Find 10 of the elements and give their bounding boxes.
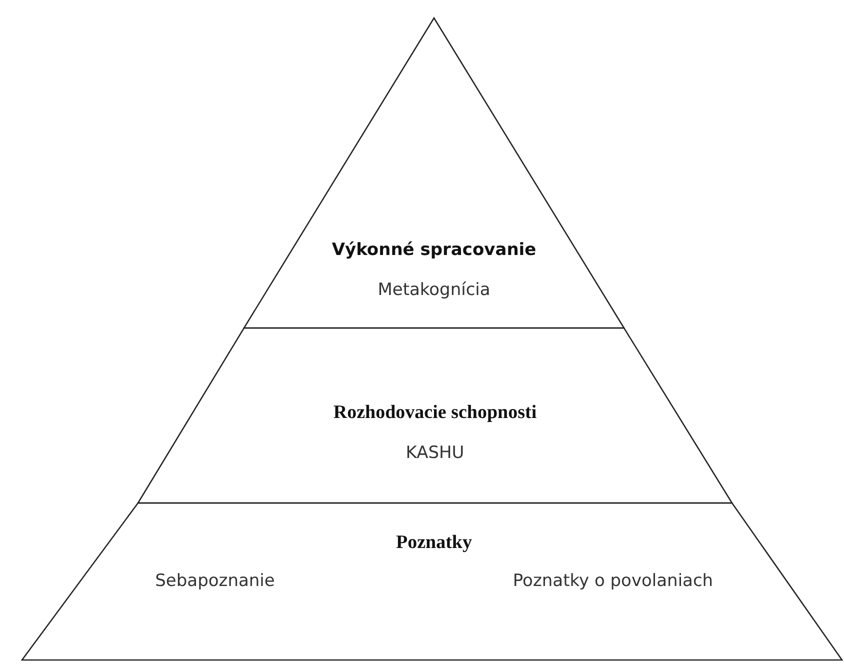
tier-text: KASHU bbox=[406, 443, 464, 463]
tier-title: Výkonné spracovanie bbox=[332, 240, 536, 260]
pyramid-tier bbox=[244, 18, 624, 328]
tier-title: Rozhodovacie schopnosti bbox=[333, 403, 537, 423]
pyramid-tier bbox=[22, 503, 842, 660]
tier-text: Metakognícia bbox=[378, 280, 490, 300]
tier-text: Poznatky o povolaniach bbox=[512, 571, 714, 591]
tier-title: Poznatky bbox=[396, 533, 472, 553]
pyramid-tier bbox=[138, 328, 732, 503]
tier-text: Sebapoznanie bbox=[155, 571, 275, 591]
